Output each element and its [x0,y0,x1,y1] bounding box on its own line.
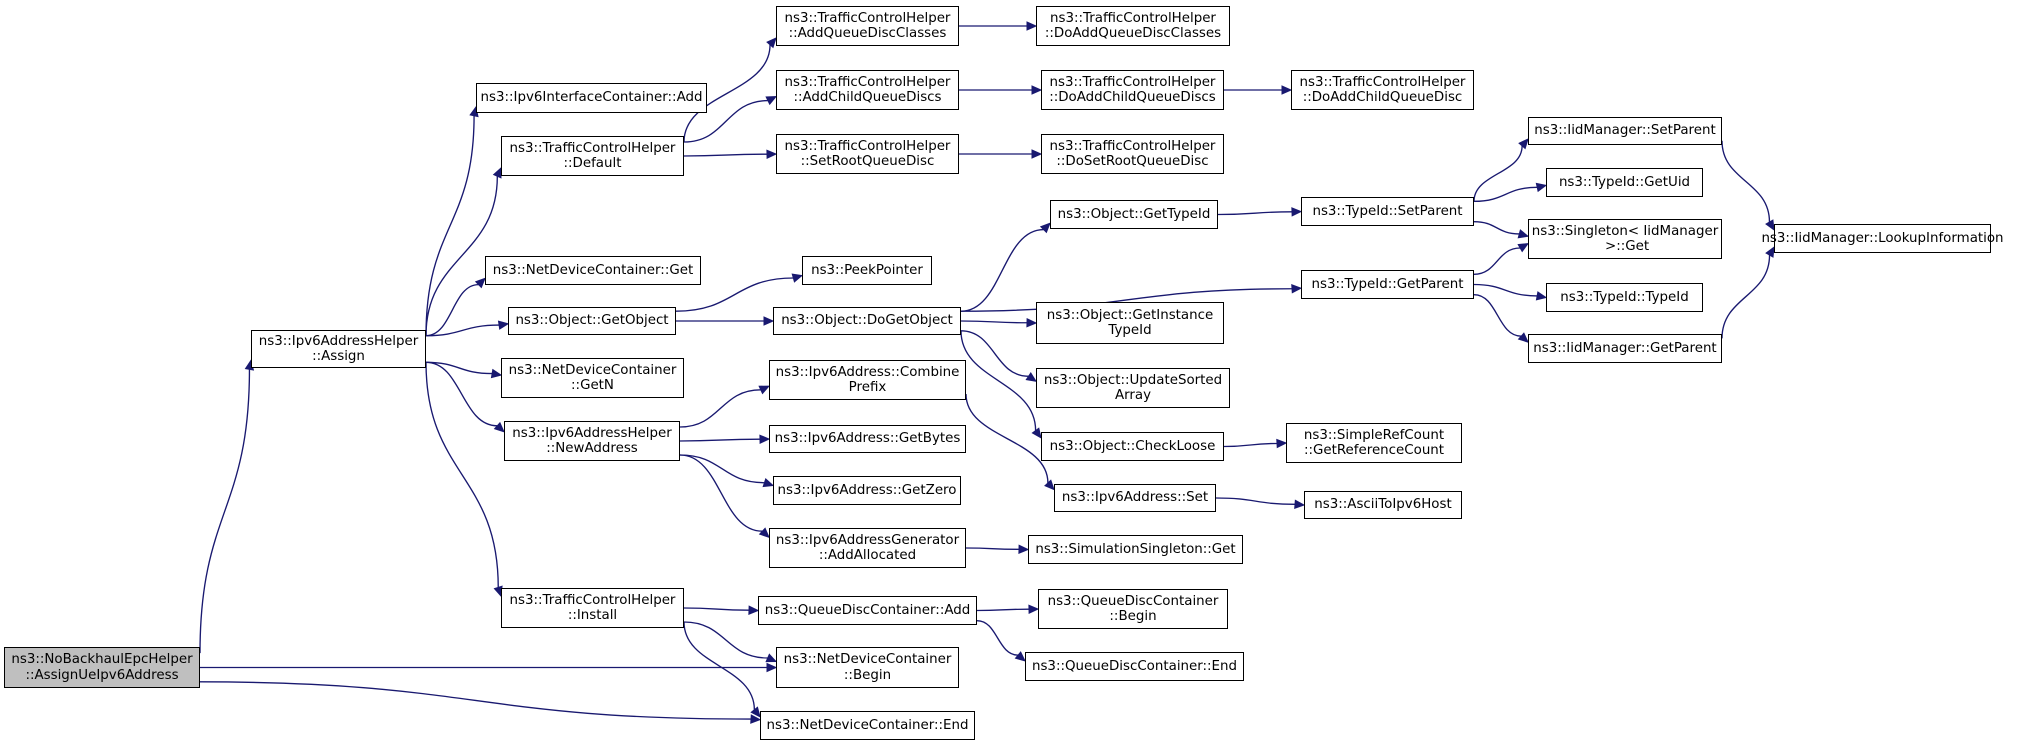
edge-assign-to-obj-getobject [425,320,510,337]
edge-root-to-assign [199,359,255,654]
edge-combine-to-ipv6-set [965,393,1055,491]
edge-tch-install-to-ndc-end [683,621,761,718]
edge-obj-getobject-to-dogetobject [676,316,775,326]
edge-tch-default-to-tch-addqdc [683,37,777,143]
edge-obj-checkloose-to-simplerefcount [1223,438,1288,449]
edge-typeid-setparent-to-iid-setparent [1473,138,1529,202]
node-newaddress[interactable]: ns3::Ipv6AddressHelper ::NewAddress [504,421,680,461]
edge-newaddress-to-combine [679,385,771,428]
node-tch-install[interactable]: ns3::TrafficControlHelper ::Install [501,588,684,628]
edge-typeid-getparent-to-typeid-typeid [1473,283,1548,301]
edge-typeid-setparent-to-typeid-getuid [1473,182,1548,203]
node-iid-getparent[interactable]: ns3::IidManager::GetParent [1528,334,1722,363]
node-getzero[interactable]: ns3::Ipv6Address::GetZero [773,476,961,505]
edge-root-to-ndc-end [199,681,762,724]
node-tch-doaddchild[interactable]: ns3::TrafficControlHelper ::DoAddChildQu… [1291,70,1474,110]
node-simsingleton-get[interactable]: ns3::SimulationSingleton::Get [1028,535,1243,564]
node-tch-dosetroot[interactable]: ns3::TrafficControlHelper ::DoSetRootQue… [1041,134,1224,174]
edge-assign-to-tch-default [425,166,502,336]
edge-dogetobject-to-obj-updatesorted [960,330,1038,382]
node-simplerefcount[interactable]: ns3::SimpleRefCount ::GetReferenceCount [1286,423,1462,463]
node-ndc-getn[interactable]: ns3::NetDeviceContainer ::GetN [501,358,684,398]
node-tch-default[interactable]: ns3::TrafficControlHelper ::Default [501,136,684,176]
node-obj-getobject[interactable]: ns3::Object::GetObject [508,307,676,335]
edge-tch-setroot-to-tch-dosetroot [958,149,1043,159]
edge-ipv6-set-to-asciitoipv6 [1215,497,1306,510]
node-typeid-getuid[interactable]: ns3::TypeId::GetUid [1546,168,1703,197]
edge-newaddress-to-addallocated [679,454,770,539]
edge-assign-to-ndc-get [425,277,486,337]
edge-dogetobject-to-obj-getinstance [960,317,1038,328]
node-ndc-begin[interactable]: ns3::NetDeviceContainer ::Begin [776,647,959,688]
node-typeid-setparent[interactable]: ns3::TypeId::SetParent [1301,197,1474,226]
edge-iid-setparent-to-iid-lookup [1721,140,1775,231]
edge-typeid-getparent-to-singleton-get [1473,242,1530,276]
node-iic-add[interactable]: ns3::Ipv6InterfaceContainer::Add [476,83,707,113]
edge-dogetobject-to-typeid-getparent [960,284,1303,312]
edge-tch-install-to-ndc-begin [683,621,778,663]
edge-addallocated-to-simsingleton-get [965,544,1030,555]
node-ndc-get[interactable]: ns3::NetDeviceContainer::Get [485,256,701,285]
node-qdc-begin[interactable]: ns3::QueueDiscContainer ::Begin [1038,589,1228,629]
edge-tch-addqdc-to-tch-doaddqdc [959,21,1038,31]
edge-obj-getobject-to-peekpointer [675,273,804,312]
node-ndc-end[interactable]: ns3::NetDeviceContainer::End [760,711,975,740]
edge-assign-to-iic-add [425,105,479,336]
node-combine[interactable]: ns3::Ipv6Address::Combine Prefix [769,360,966,400]
edge-assign-to-ndc-getn [425,361,503,379]
node-typeid-typeid[interactable]: ns3::TypeId::TypeId [1546,283,1703,312]
node-addallocated[interactable]: ns3::Ipv6AddressGenerator ::AddAllocated [769,528,966,568]
node-obj-updatesorted[interactable]: ns3::Object::UpdateSorted Array [1036,368,1230,408]
node-tch-setroot[interactable]: ns3::TrafficControlHelper ::SetRootQueue… [776,134,959,174]
node-obj-checkloose[interactable]: ns3::Object::CheckLoose [1041,432,1224,461]
node-tch-doaddchildren[interactable]: ns3::TrafficControlHelper ::DoAddChildQu… [1041,70,1224,110]
edge-assign-to-newaddress [425,361,505,433]
edge-newaddress-to-getbytes [679,434,771,444]
node-peekpointer[interactable]: ns3::PeekPointer [802,256,932,285]
node-dogetobject[interactable]: ns3::Object::DoGetObject [773,307,961,335]
node-tch-addqdc[interactable]: ns3::TrafficControlHelper ::AddQueueDisc… [776,6,959,46]
edge-qdc-add-to-qdc-end [976,619,1026,662]
node-getbytes[interactable]: ns3::Ipv6Address::GetBytes [769,425,966,453]
edge-typeid-getparent-to-iid-getparent [1473,293,1529,343]
node-tch-doaddqdc[interactable]: ns3::TrafficControlHelper ::DoAddQueueDi… [1036,6,1230,46]
node-typeid-getparent[interactable]: ns3::TypeId::GetParent [1301,270,1474,299]
node-tch-addchild[interactable]: ns3::TrafficControlHelper ::AddChildQueu… [776,70,959,110]
node-ipv6-set[interactable]: ns3::Ipv6Address::Set [1054,484,1216,512]
node-assign[interactable]: ns3::Ipv6AddressHelper ::Assign [251,330,426,368]
edge-qdc-add-to-qdc-begin [976,604,1040,615]
node-obj-getinstance[interactable]: ns3::Object::GetInstance TypeId [1036,302,1224,344]
edge-root-to-ndc-begin [200,662,778,673]
edge-tch-default-to-tch-setroot [683,149,778,159]
edge-iid-getparent-to-iid-lookup [1721,246,1775,339]
edge-tch-default-to-tch-addchild [683,96,778,143]
node-asciitoipv6[interactable]: ns3::AsciiToIpv6Host [1304,491,1462,519]
edge-tch-addchild-to-tch-doaddchildren [959,85,1043,95]
edge-dogetobject-to-obj-gettypeid [960,222,1051,312]
edge-tch-install-to-qdc-add [683,605,760,615]
node-root: ns3::NoBackhaulEpcHelper ::AssignUeIpv6A… [4,647,200,688]
node-qdc-end[interactable]: ns3::QueueDiscContainer::End [1025,652,1244,681]
edge-typeid-setparent-to-singleton-get [1473,220,1530,239]
node-singleton-get[interactable]: ns3::Singleton< IidManager >::Get [1528,219,1722,259]
edge-tch-doaddchildren-to-tch-doaddchild [1224,85,1293,95]
node-obj-gettypeid[interactable]: ns3::Object::GetTypeId [1050,200,1218,229]
edge-dogetobject-to-obj-checkloose [960,330,1042,439]
edge-newaddress-to-getzero [679,454,775,488]
node-iid-lookup[interactable]: ns3::IidManager::LookupInformation [1761,224,2004,253]
node-iid-setparent[interactable]: ns3::IidManager::SetParent [1528,117,1722,145]
node-qdc-add[interactable]: ns3::QueueDiscContainer::Add [758,596,977,625]
edge-obj-gettypeid-to-typeid-setparent [1217,207,1303,217]
